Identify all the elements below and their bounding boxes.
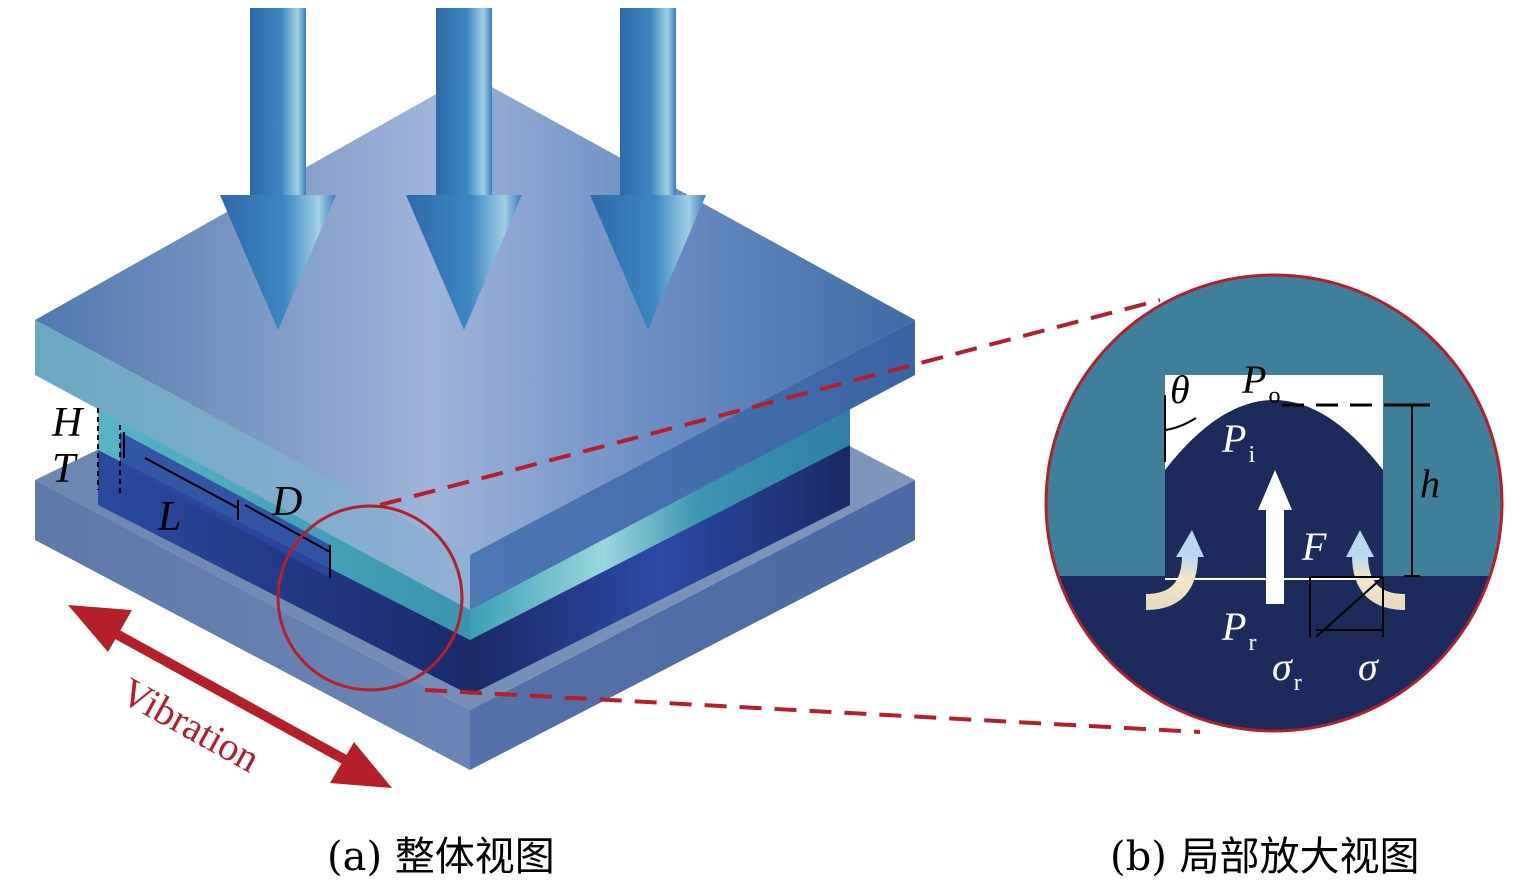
flow-arrow-right bbox=[1346, 530, 1406, 610]
label-sigma-r-sub: r bbox=[1294, 670, 1302, 696]
label-P-o: Po bbox=[1241, 357, 1280, 409]
load-arrows bbox=[220, 8, 706, 330]
detail-highlight-circle bbox=[276, 504, 464, 692]
label-P-o-sub: o bbox=[1268, 383, 1280, 409]
h-dimension bbox=[1282, 403, 1430, 577]
zoom-circle-border bbox=[1044, 273, 1504, 733]
label-D: D bbox=[271, 479, 302, 525]
dimension-marks bbox=[97, 408, 331, 578]
label-T: T bbox=[52, 446, 78, 492]
label-sigma: σ bbox=[1358, 644, 1379, 689]
label-P-i-main: P bbox=[1221, 416, 1246, 461]
label-sigma-r: σr bbox=[1272, 644, 1302, 696]
load-arrow-right bbox=[590, 8, 706, 330]
label-h: h bbox=[1420, 461, 1440, 506]
label-P-o-main: P bbox=[1241, 357, 1266, 402]
label-theta: θ bbox=[1170, 367, 1190, 412]
zoom-view: θ Po Pi h F Pr σr σ bbox=[1044, 273, 1504, 733]
label-sigma-r-main: σ bbox=[1272, 644, 1293, 689]
vibration-label: Vibration bbox=[114, 669, 268, 782]
label-P-r-sub: r bbox=[1248, 630, 1256, 656]
caption-b: (b) 局部放大视图 bbox=[1110, 834, 1420, 880]
zoom-leader-lines bbox=[379, 298, 1201, 734]
caption-a: (a) 整体视图 bbox=[327, 834, 555, 880]
stress-vectors bbox=[1309, 576, 1384, 638]
pressure-arrow bbox=[1258, 470, 1292, 604]
load-arrow-middle bbox=[406, 8, 522, 330]
label-P-i-sub: i bbox=[1248, 442, 1255, 468]
label-H: H bbox=[51, 400, 85, 446]
label-F: F bbox=[1301, 524, 1327, 569]
load-arrow-left bbox=[220, 8, 336, 330]
label-L: L bbox=[157, 494, 181, 540]
theta-mark bbox=[1164, 395, 1197, 462]
vibration-arrow bbox=[68, 605, 392, 788]
label-P-r-main: P bbox=[1221, 604, 1246, 649]
label-P-r: Pr bbox=[1221, 604, 1256, 656]
label-P-i: Pi bbox=[1221, 416, 1255, 468]
overall-view: H T L D Vibration bbox=[35, 8, 915, 788]
flow-arrow-left bbox=[1145, 530, 1204, 610]
